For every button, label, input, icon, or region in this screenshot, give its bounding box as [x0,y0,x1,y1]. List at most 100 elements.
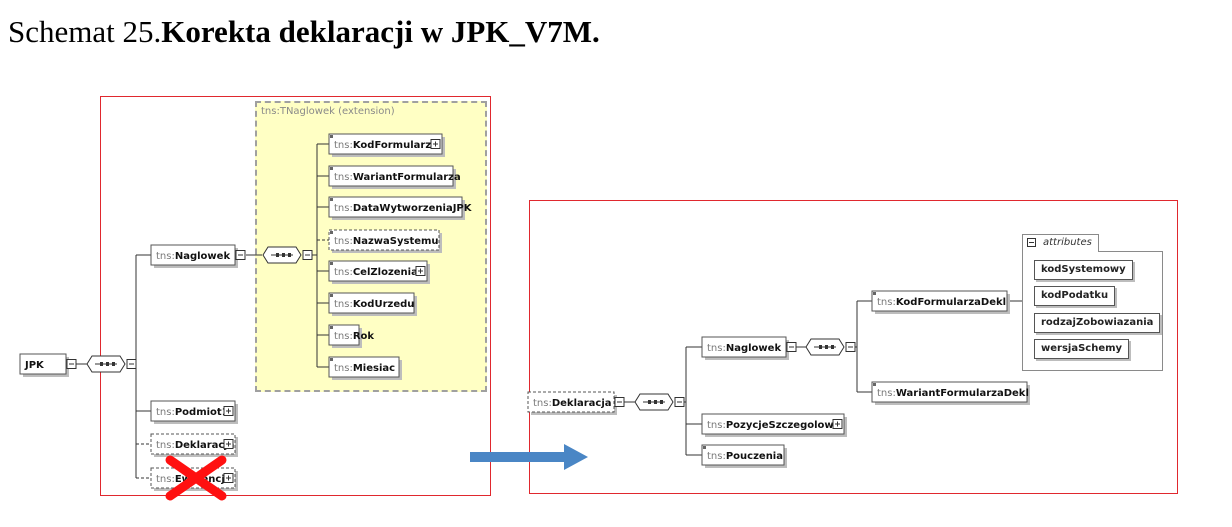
element-naglowek[interactable]: tns:Naglowek [701,336,789,360]
attribute-rodzaj-zobowiazania: rodzajZobowiazania [1034,313,1161,333]
leaf-marker-icon [330,135,333,138]
element-name: KodFormularza [353,140,438,151]
expand-icon[interactable] [415,266,426,276]
svg-text:tns:Pouczenia: tns:Pouczenia [707,451,783,462]
leaf-marker-icon [330,358,333,361]
leaf-marker-icon [330,326,333,329]
svg-text:tns:Deklaracja: tns:Deklaracja [533,398,612,409]
collapse-icon[interactable] [66,359,77,369]
collapse-icon[interactable] [126,359,137,369]
svg-text:JPK: JPK [24,360,45,371]
element-name: NazwaSystemu [353,236,439,247]
element-data-wytworzenia-jpk[interactable]: tns:DataWytworzeniaJPK [328,196,473,220]
element-wariant-formularza-dekl[interactable]: tns:WariantFormularzaDekl [871,381,1030,405]
expand-icon[interactable] [223,439,234,449]
right-diagram-frame [529,200,1178,494]
element-name: DataWytworzeniaJPK [353,203,473,214]
svg-text:tns:Naglowek: tns:Naglowek [707,343,781,354]
namespace-prefix: tns: [334,299,353,310]
attributes-tab: attributes [1022,234,1099,252]
element-deklaracja[interactable]: tns:Deklaracja [527,391,617,415]
element-name: Podmiot1 [175,407,229,418]
namespace-prefix: tns: [707,420,726,431]
sequence-compositor-root[interactable] [86,355,126,373]
expand-icon[interactable] [223,473,234,483]
element-rok[interactable]: tns:Rok [328,324,374,348]
element-name: Naglowek [175,251,231,262]
namespace-prefix: tns: [334,236,353,247]
caption-prefix: Schemat 25. [8,14,162,49]
namespace-prefix: tns: [156,440,175,451]
element-name: WariantFormularza [353,172,461,183]
svg-text:tns:KodUrzedu: tns:KodUrzedu [334,299,414,310]
svg-text:tns:NazwaSystemu: tns:NazwaSystemu [334,236,439,247]
namespace-prefix: tns: [334,363,353,374]
expand-icon[interactable] [430,139,441,149]
element-nazwa-systemu[interactable]: tns:NazwaSystemu [328,229,442,253]
element-name: WariantFormularzaDekl [896,388,1029,399]
svg-text:tns:KodFormularzaDekl: tns:KodFormularzaDekl [877,297,1006,308]
expand-icon[interactable] [223,406,234,416]
collapse-icon[interactable] [614,397,625,407]
namespace-prefix: tns: [156,251,175,262]
removed-cross-icon [165,455,227,501]
leaf-marker-icon [330,231,333,234]
element-pozycje-szczegolowe[interactable]: tns:PozycjeSzczegolowe [701,413,847,437]
element-name: Deklaracja [552,398,612,409]
namespace-prefix: tns: [334,267,353,278]
element-wariant-formularza[interactable]: tns:WariantFormularza [328,165,461,189]
sequence-compositor-naglowek[interactable] [262,246,302,264]
svg-text:tns:WariantFormularza: tns:WariantFormularza [334,172,461,183]
namespace-prefix: tns: [334,172,353,183]
caption-title: Korekta deklaracji w JPK_V7M. [161,14,600,49]
element-name: Miesiac [353,363,395,374]
attributes-label: attributes [1043,237,1092,248]
svg-text:tns:Rok: tns:Rok [334,331,374,342]
element-cel-zlozenia[interactable]: tns:CelZlozenia [328,260,430,284]
svg-text:tns:Podmiot1: tns:Podmiot1 [156,407,229,418]
namespace-prefix: tns: [877,388,896,399]
element-name: KodFormularzaDekl [896,297,1006,308]
element-jpk[interactable]: JPK [19,353,69,377]
svg-text:tns:DataWytworzeniaJPK: tns:DataWytworzeniaJPK [334,203,473,214]
leaf-marker-icon [330,294,333,297]
svg-text:tns:Miesiac: tns:Miesiac [334,363,395,374]
leaf-marker-icon [873,292,876,295]
element-podmiot1[interactable]: tns:Podmiot1 [150,400,238,424]
namespace-prefix: tns: [707,343,726,354]
element-name: Pouczenia [726,451,783,462]
element-kod-formularza[interactable]: tns:KodFormularza [328,133,445,157]
svg-text:tns:Naglowek: tns:Naglowek [156,251,230,262]
leaf-marker-icon [330,198,333,201]
sequence-compositor-deklaracja[interactable] [634,393,674,411]
namespace-prefix: tns: [156,474,175,485]
collapse-icon[interactable] [1027,238,1036,247]
leaf-marker-icon [873,383,876,386]
collapse-icon[interactable] [235,250,246,260]
element-deklaracja[interactable]: tns:Deklaracja [150,433,238,457]
svg-text:tns:CelZlozenia: tns:CelZlozenia [334,267,418,278]
left-diagram-frame [100,96,491,496]
attribute-kod-systemowy: kodSystemowy [1034,260,1133,280]
element-kod-urzedu[interactable]: tns:KodUrzedu [328,292,417,316]
namespace-prefix: tns: [334,331,353,342]
namespace-prefix: tns: [533,398,552,409]
expand-icon[interactable] [832,419,843,429]
attribute-wersja-schemy: wersjaSchemy [1034,339,1130,359]
svg-text:tns:Deklaracja: tns:Deklaracja [156,440,235,451]
collapse-icon[interactable] [786,342,797,352]
element-naglowek[interactable]: tns:Naglowek [150,244,238,268]
element-kod-formularza-dekl[interactable]: tns:KodFormularzaDekl [871,290,1010,314]
namespace-prefix: tns: [334,140,353,151]
element-miesiac[interactable]: tns:Miesiac [328,356,402,380]
element-pouczenia[interactable]: tns:Pouczenia [701,444,787,468]
collapse-icon[interactable] [674,397,685,407]
collapse-icon[interactable] [845,342,856,352]
collapse-icon[interactable] [302,250,313,260]
svg-text:tns:KodFormularza: tns:KodFormularza [334,140,438,151]
svg-text:tns:PozycjeSzczegolowe: tns:PozycjeSzczegolowe [707,420,841,431]
sequence-compositor-naglowek-dekl[interactable] [805,338,845,356]
